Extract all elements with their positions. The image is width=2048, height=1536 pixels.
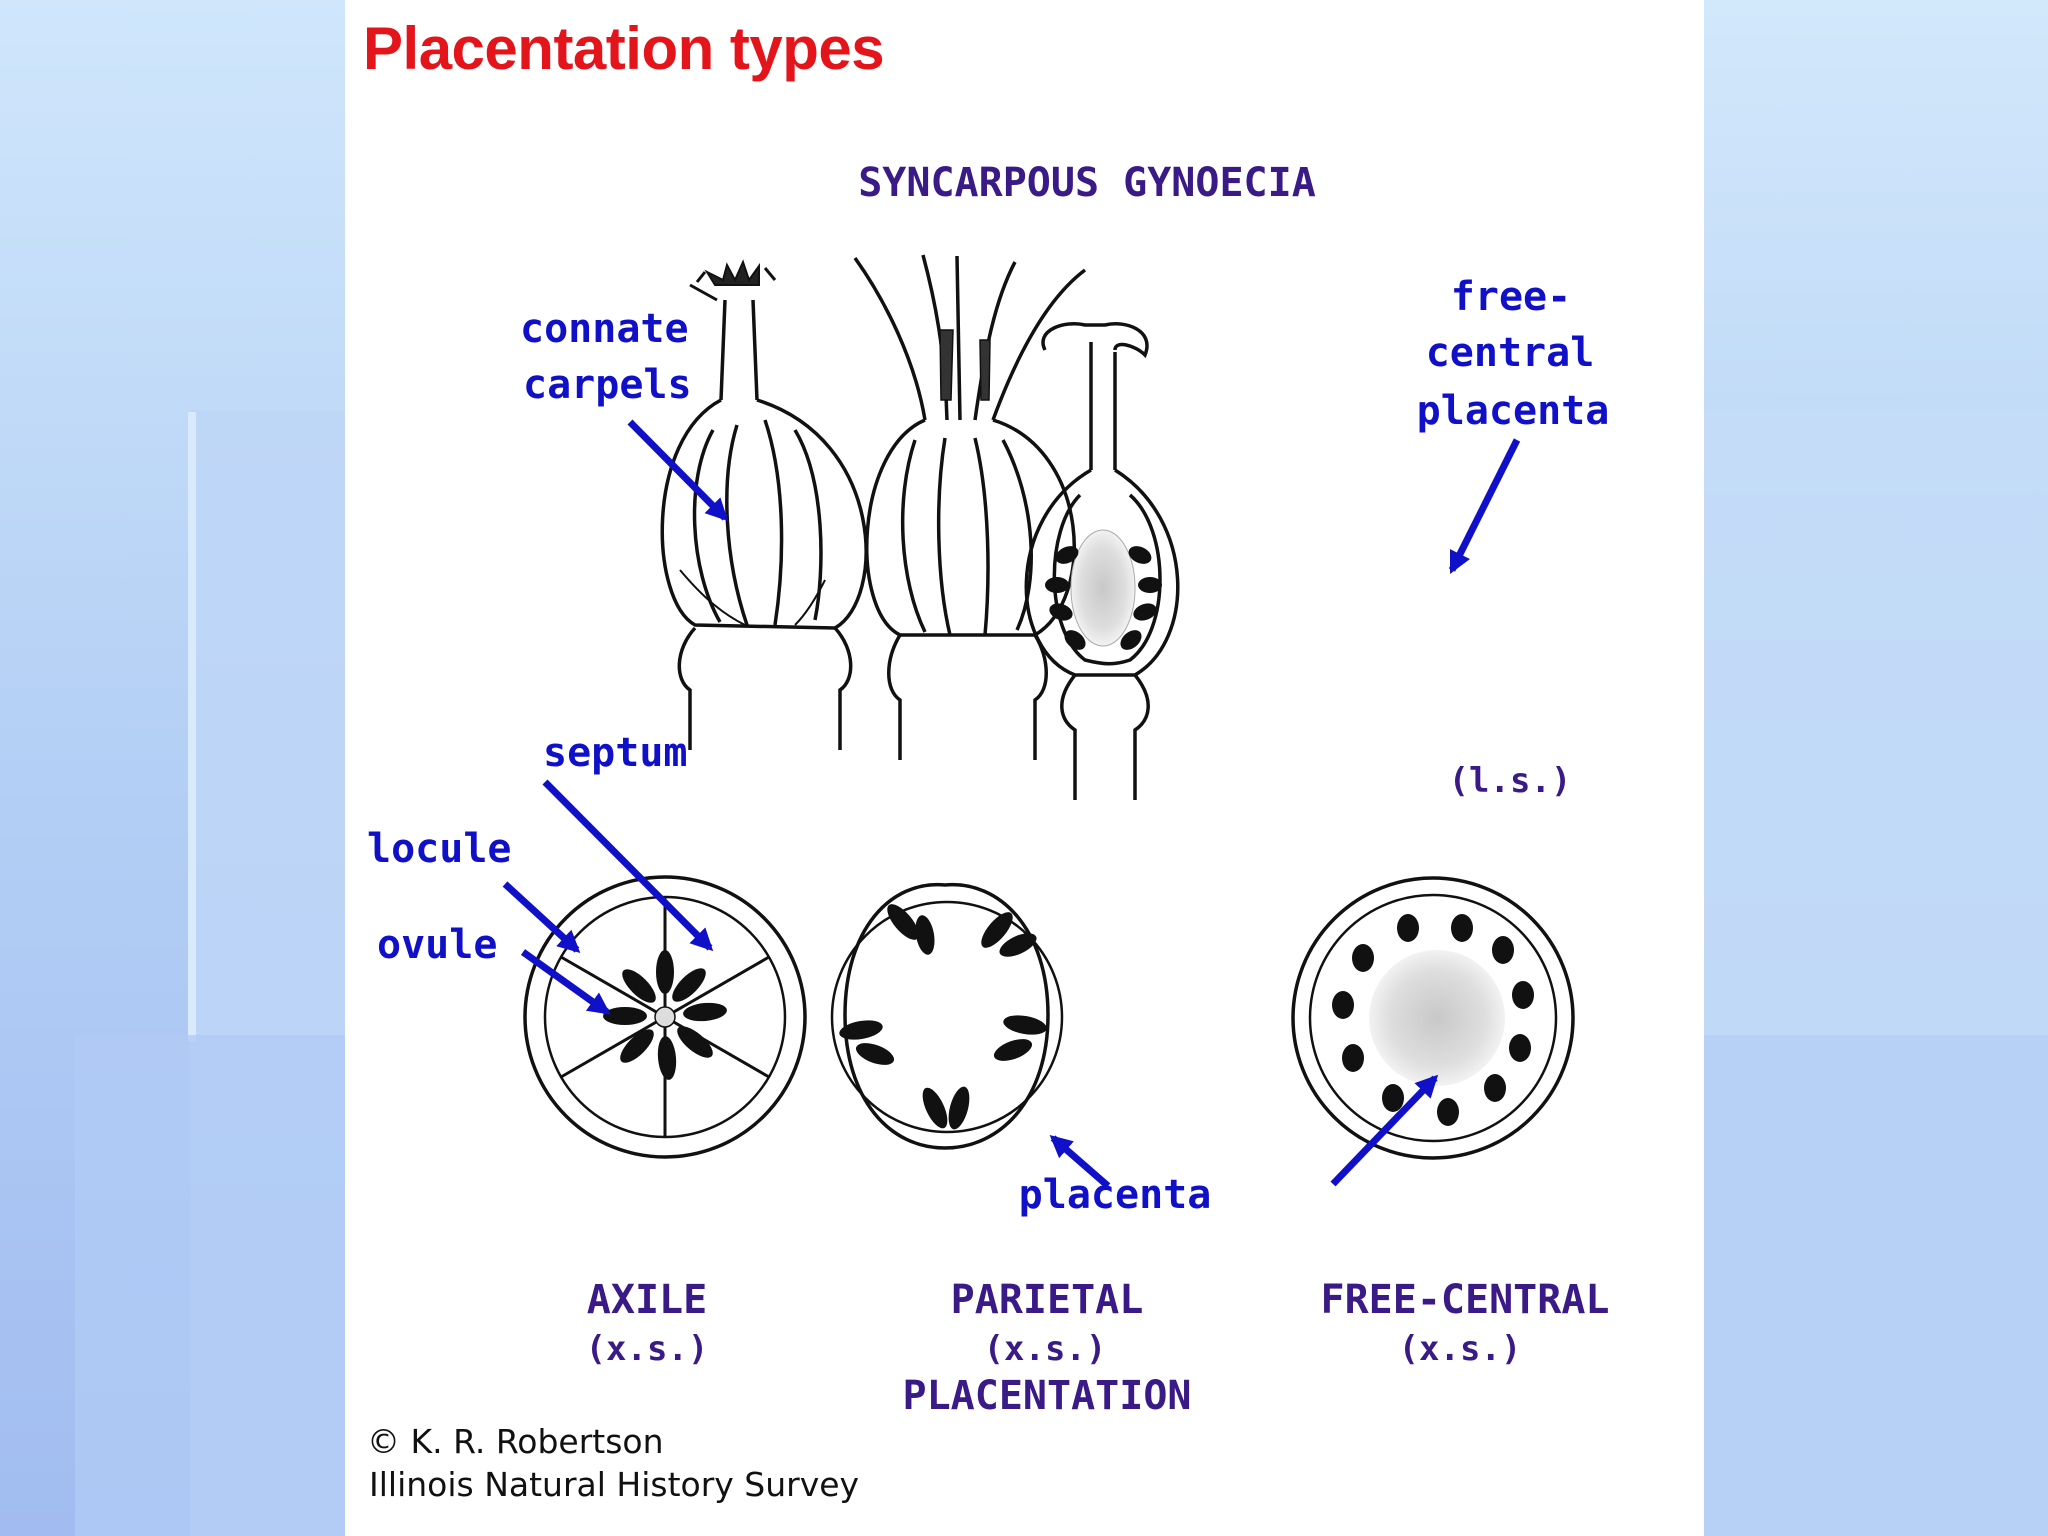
- ovary-parietal-longitudinal: [853, 254, 1087, 760]
- label-carpels: carpels: [523, 362, 692, 408]
- caption-axile-xs: (x.s.): [586, 1329, 709, 1369]
- caption-free-central-xs: (x.s.): [1399, 1329, 1522, 1369]
- label-connate: connate: [520, 306, 689, 352]
- decorative-block-right: [1704, 1035, 2048, 1536]
- figure-heading: SYNCARPOUS GYNOECIA: [858, 160, 1316, 206]
- figure-panel: Placentation types SYNCARPOUS GYNOECIA: [345, 0, 1704, 1536]
- placentation-diagram: SYNCARPOUS GYNOECIA connate carpels: [367, 160, 1610, 1504]
- caption-parietal-xs: (x.s.): [984, 1329, 1107, 1369]
- arrow-locule: [502, 881, 581, 954]
- label-free: free-: [1451, 274, 1571, 320]
- decorative-block-left: [75, 1035, 345, 1536]
- caption-placentation: PLACENTATION: [903, 1373, 1192, 1419]
- label-longitudinal-section: (l.s.): [1449, 761, 1572, 801]
- label-locule: locule: [367, 826, 512, 872]
- ovary-free-central-longitudinal: [1024, 322, 1180, 800]
- arrow-ovule: [520, 949, 611, 1015]
- caption-axile: AXILE: [587, 1277, 707, 1323]
- arrow-free-central-placenta: [1448, 438, 1521, 575]
- cross-section-parietal: [830, 882, 1064, 1150]
- label-septum: septum: [543, 730, 688, 776]
- decorative-strip-left: [188, 412, 196, 1042]
- label-ovule: ovule: [377, 922, 497, 968]
- label-placenta-bottom: placenta: [1019, 1172, 1212, 1218]
- cross-section-axile: [523, 875, 807, 1159]
- ovary-connate-carpels: [660, 259, 868, 750]
- caption-parietal: PARIETAL: [951, 1277, 1144, 1323]
- caption-free-central: FREE-CENTRAL: [1321, 1277, 1610, 1323]
- cross-section-free-central: [1291, 876, 1575, 1160]
- label-placenta-top: placenta: [1417, 388, 1610, 434]
- label-central: central: [1426, 330, 1595, 376]
- slide-title: Placentation types: [363, 15, 885, 82]
- arrow-septum: [542, 779, 714, 952]
- arrow-parietal-placenta: [1049, 1135, 1111, 1189]
- credit-institution: Illinois Natural History Survey: [369, 1465, 859, 1504]
- credit-author: © K. R. Robertson: [367, 1422, 664, 1461]
- arrow-free-central-placenta-xs: [1330, 1074, 1439, 1187]
- arrow-connate-carpels: [627, 419, 729, 522]
